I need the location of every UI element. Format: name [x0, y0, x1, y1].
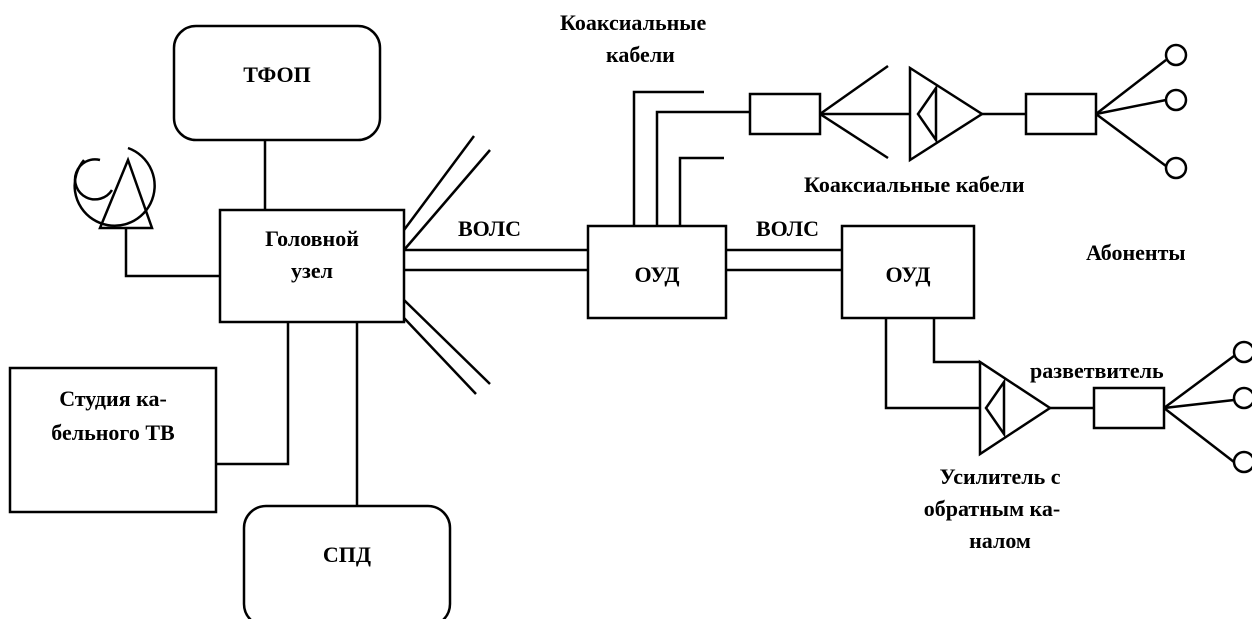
head-node-box [218, 208, 406, 324]
coax-cables-top [632, 90, 750, 226]
head-node-label-line1: Головной [265, 226, 359, 251]
studio-label-line1: Студия ка- [59, 386, 167, 411]
fiber-link-2 [726, 248, 842, 272]
coax-top-label-line1: Коаксиальные [560, 10, 706, 35]
subscriber-icon [1164, 88, 1188, 112]
top-splitter-box-1 [748, 92, 822, 136]
bottom-coax-lines [884, 318, 980, 410]
coax-mid-label: Коаксиальные кабели [804, 172, 1025, 197]
fiber-label-1: ВОЛС [458, 216, 521, 241]
subscriber-icon [1164, 43, 1188, 67]
fiber-link-1 [404, 248, 588, 272]
splitter-label: разветвитель [1030, 358, 1164, 383]
oud-box-2 [840, 224, 976, 320]
top-splitter-box-2 [1024, 92, 1098, 136]
subscriber-icon [1232, 450, 1252, 474]
bottom-subscriber-lines [1163, 354, 1235, 463]
subscriber-icon [1164, 156, 1188, 180]
studio-link [216, 322, 290, 466]
tfop-label: ТФОП [243, 62, 311, 87]
top-subscriber-lines [1095, 59, 1167, 168]
subscriber-icon [1232, 340, 1252, 364]
amplifier-icon-bottom [978, 359, 1053, 457]
spd-box [242, 504, 452, 619]
subscriber-icon [1232, 386, 1252, 410]
studio-box [8, 366, 218, 514]
amplifier-icon-top [908, 65, 985, 163]
bottom-splitter-box [1092, 386, 1166, 430]
spd-label: СПД [323, 542, 371, 567]
tfop-box [172, 24, 382, 142]
studio-label-line2: бельного ТВ [51, 420, 175, 445]
amplifier-label-line2: обратным ка- [924, 496, 1060, 521]
satellite-dish-icon [73, 146, 220, 278]
subscribers-label: Абоненты [1086, 240, 1186, 265]
oud-label-2: ОУД [886, 262, 931, 287]
fiber-label-2: ВОЛС [756, 216, 819, 241]
coax-top-label-line2: кабели [606, 42, 675, 67]
oud-box-1 [586, 224, 728, 320]
amplifier-label-line3: налом [969, 528, 1031, 553]
amplifier-label-line1: Усилитель с [939, 464, 1060, 489]
top-branch-lines [819, 64, 910, 160]
head-node-label-line2: узел [291, 258, 333, 283]
fiber-stubs [402, 135, 491, 395]
oud-label-1: ОУД [635, 262, 680, 287]
